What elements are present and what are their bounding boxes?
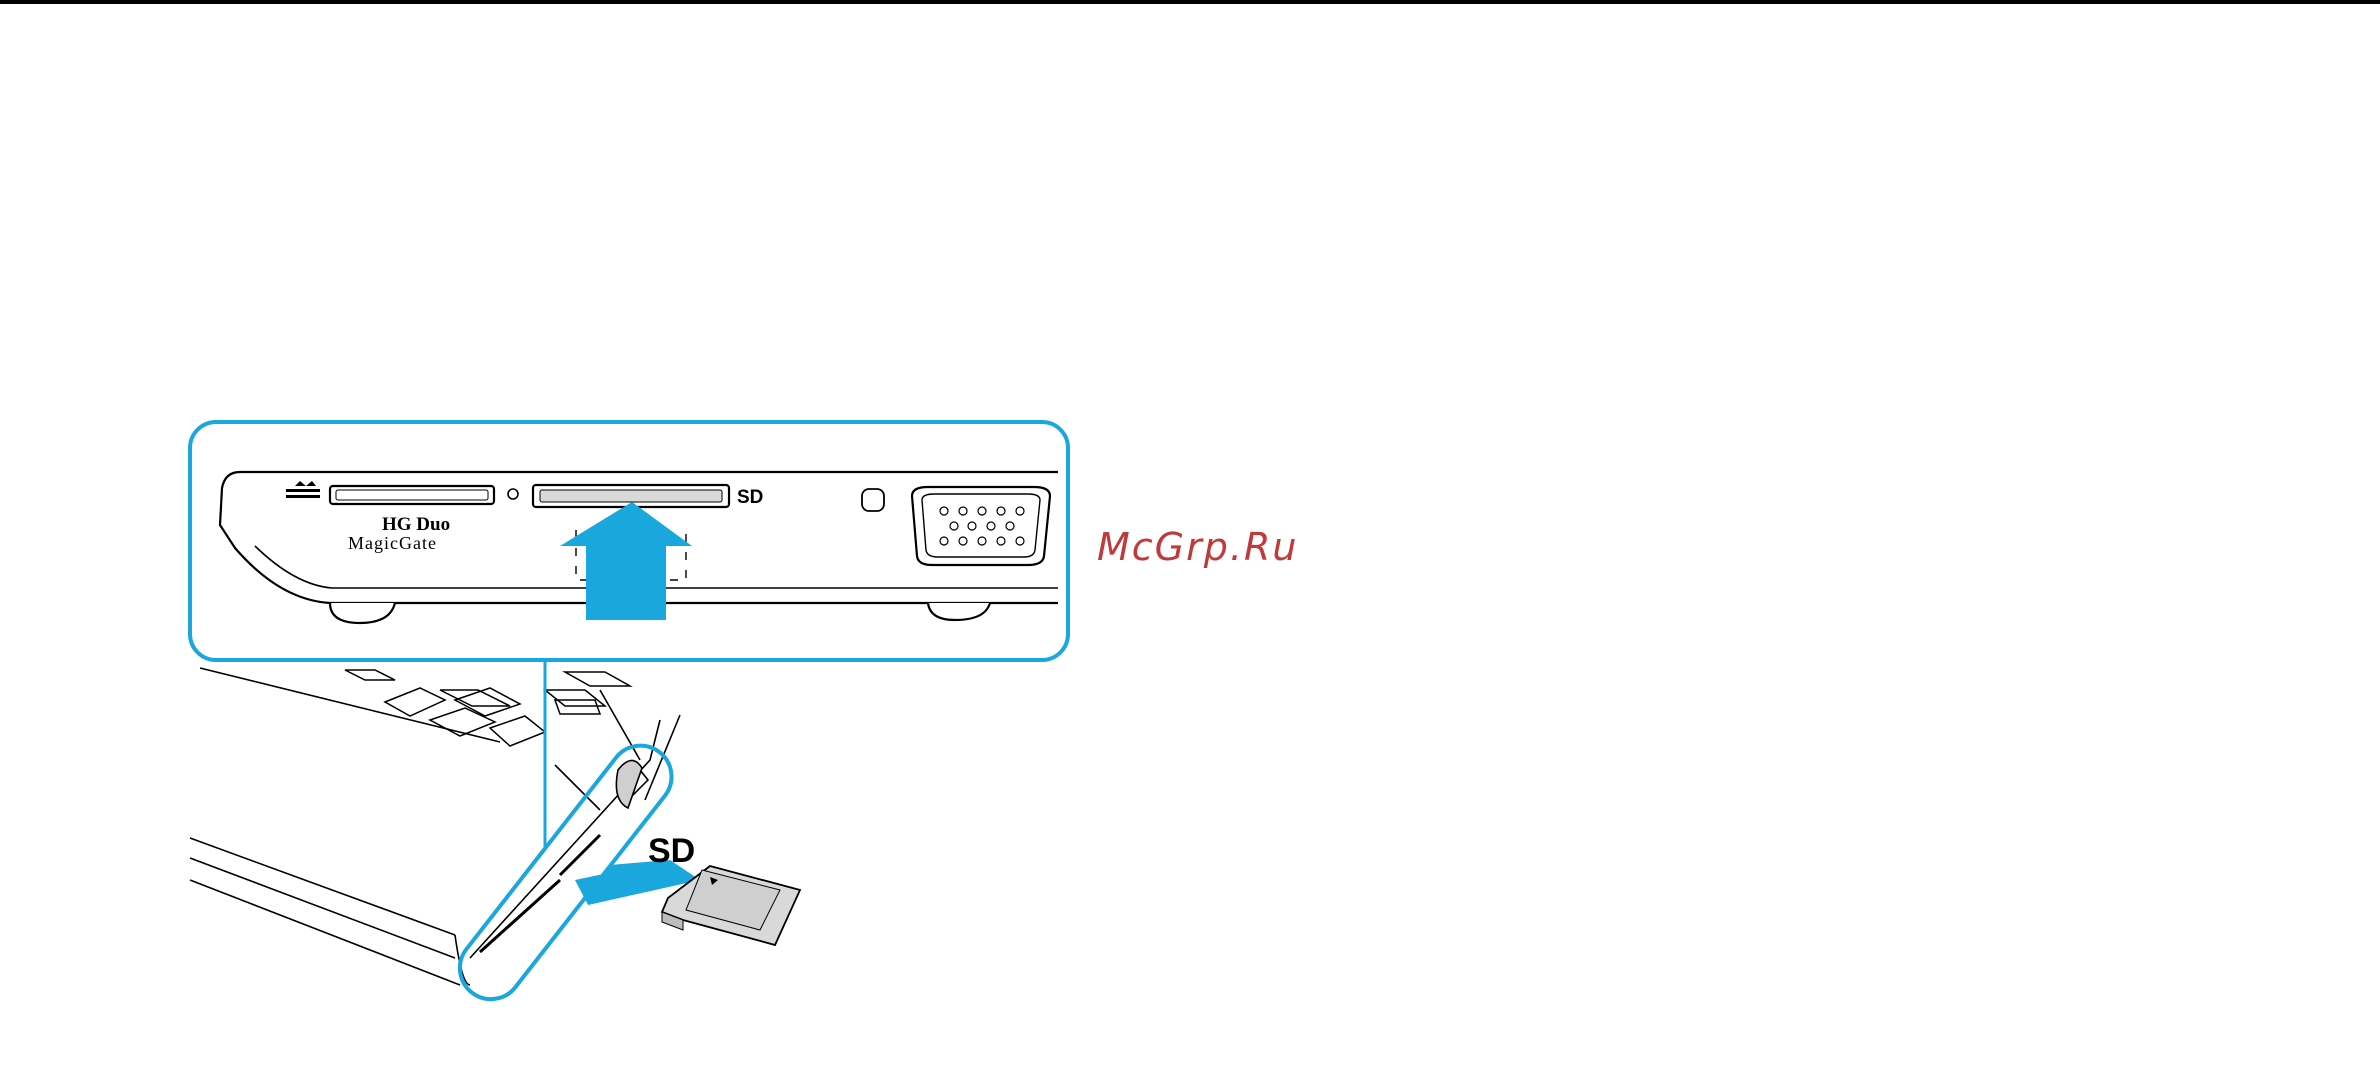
vga-port-icon bbox=[912, 487, 1050, 565]
keyboard-keys bbox=[345, 670, 630, 746]
laptop-keyboard-edge bbox=[200, 668, 500, 742]
memory-stick-slot bbox=[330, 486, 494, 504]
hg-duo-label: HG Duo bbox=[382, 514, 450, 535]
laptop-edge-bottom bbox=[190, 880, 460, 985]
watermark-text: McGrp.Ru bbox=[1097, 525, 1298, 569]
magicgate-label: MagicGate bbox=[348, 533, 437, 553]
laptop-side-slot-2 bbox=[560, 835, 600, 875]
security-slot-icon bbox=[862, 489, 884, 511]
sd-label-side: SD bbox=[648, 832, 695, 870]
laptop-edge-top bbox=[190, 838, 455, 935]
sd-label-slot: SD bbox=[737, 487, 763, 508]
led-indicator-icon bbox=[508, 489, 518, 499]
laptop-side-line-2 bbox=[600, 690, 640, 760]
laptop-perspective-view bbox=[190, 668, 680, 985]
laptop-edge-mid bbox=[190, 858, 455, 958]
